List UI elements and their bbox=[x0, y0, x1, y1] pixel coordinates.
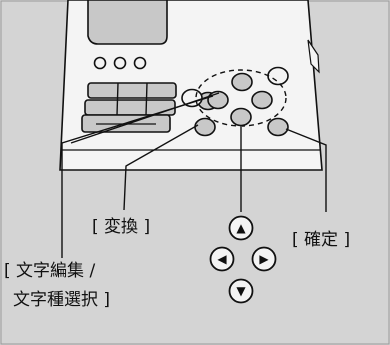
henkan-button[interactable] bbox=[194, 117, 216, 137]
edit-label-line1: [ 文字編集 / bbox=[4, 261, 95, 281]
pad-down-button[interactable] bbox=[230, 107, 252, 127]
arrow-down-icon: ▼ bbox=[236, 284, 246, 298]
arrow-up-circle bbox=[228, 215, 254, 241]
key-divider-2 bbox=[145, 82, 148, 116]
display-screen bbox=[87, 0, 168, 45]
arrow-right-circle bbox=[251, 246, 277, 272]
callout-line-edit-2 bbox=[70, 92, 220, 144]
arrow-right-key: ▶ bbox=[251, 246, 277, 272]
key-row-1 bbox=[87, 82, 177, 99]
pad-up-button[interactable] bbox=[231, 72, 253, 92]
indicator-dot-3 bbox=[133, 56, 147, 70]
arrow-down-key: ▼ bbox=[228, 278, 254, 304]
edit-label-line2: 文字種選択 ] bbox=[13, 290, 110, 310]
pad-right-button[interactable] bbox=[251, 90, 273, 110]
top-right-button[interactable] bbox=[267, 66, 289, 86]
arrow-up-key: ▲ bbox=[228, 215, 254, 241]
arrow-left-icon: ◀ bbox=[217, 252, 227, 266]
callout-line-kakutei bbox=[285, 128, 327, 212]
arrow-left-key: ◀ bbox=[209, 246, 235, 272]
arrow-left-circle bbox=[209, 246, 235, 272]
kakutei-button[interactable] bbox=[267, 117, 289, 137]
indicator-dot-1 bbox=[93, 56, 107, 70]
kakutei-label: [ 確定 ] bbox=[292, 230, 350, 250]
arrow-up-icon: ▲ bbox=[236, 221, 246, 235]
device-side-tab bbox=[307, 39, 320, 74]
indicator-dot-2 bbox=[113, 56, 127, 70]
key-divider-1 bbox=[116, 82, 119, 116]
henkan-label: [ 変換 ] bbox=[92, 217, 150, 237]
arrow-right-icon: ▶ bbox=[259, 252, 269, 266]
callout-line-henkan bbox=[123, 124, 199, 211]
arrow-down-circle bbox=[228, 278, 254, 304]
